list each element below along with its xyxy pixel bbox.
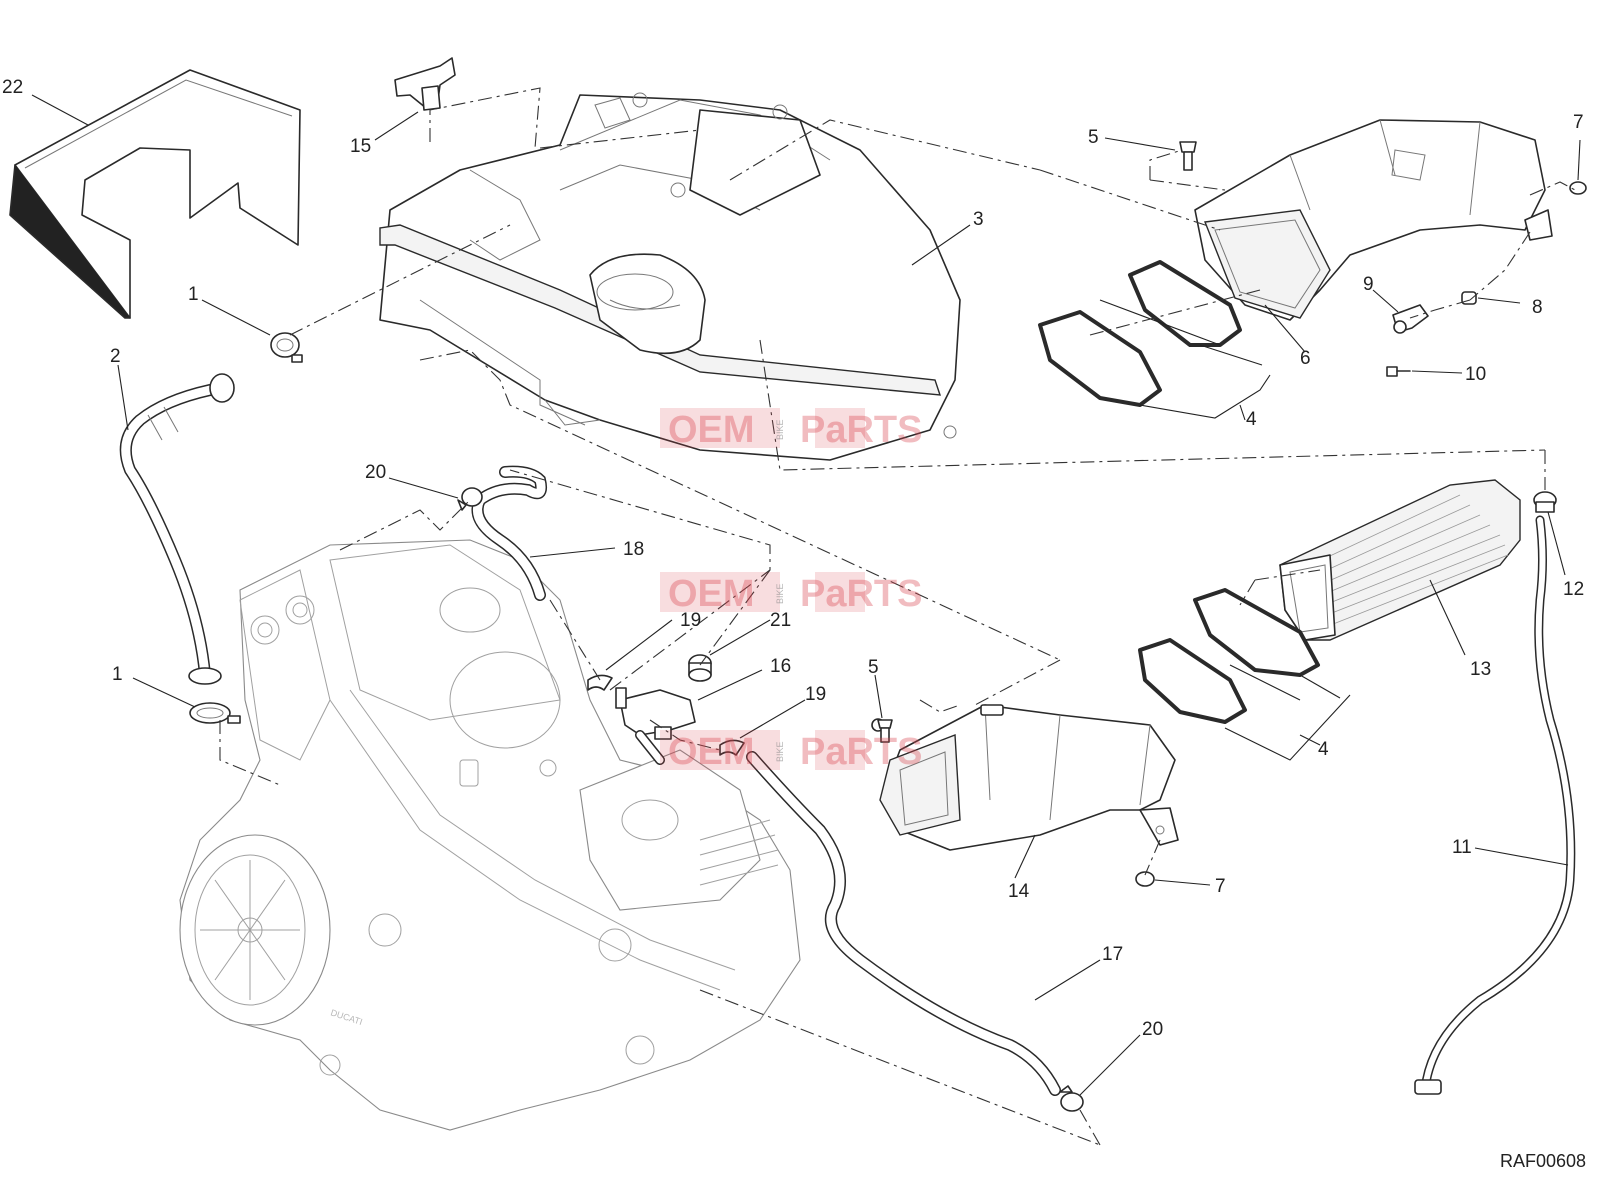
part-12-clamp — [1533, 491, 1557, 513]
leader-lines — [31, 94, 1581, 1096]
part-11-drain-hose — [1414, 515, 1576, 1095]
callout-16: 16 — [770, 656, 791, 677]
watermark-word2: PaRTS — [800, 409, 922, 451]
callout-6: 6 — [1300, 348, 1311, 369]
watermark-2: OEM PaRTS BIKE — [660, 572, 922, 615]
part-18-breather-hose — [471, 465, 548, 601]
part-20-clamp-upper — [457, 487, 483, 511]
callout-19: 19 — [680, 610, 701, 631]
part-16-valve — [615, 687, 696, 765]
callout-1: 1 — [112, 664, 123, 685]
assembly-lines — [219, 87, 1576, 1146]
callout-12: 12 — [1563, 579, 1584, 600]
part-21-cap — [688, 654, 712, 682]
part-5-screw-lower — [877, 719, 893, 743]
callout-9: 9 — [1363, 274, 1374, 295]
callout-19: 19 — [805, 684, 826, 705]
watermark-small: BIKE — [775, 583, 785, 604]
watermark-3: OEM PaRTS BIKE — [660, 730, 922, 773]
part-15-clip — [394, 57, 456, 111]
watermark-small: BIKE — [775, 419, 785, 440]
watermark-word1: OEM — [668, 731, 755, 773]
part-17-hose — [746, 751, 1061, 1096]
watermark-word1: OEM — [668, 409, 755, 451]
callout-13: 13 — [1470, 659, 1491, 680]
watermark-1: OEM PaRTS BIKE — [660, 408, 922, 451]
part-4-gasket-lower — [1138, 588, 1320, 724]
callout-21: 21 — [770, 610, 791, 631]
part-5-screw-upper — [1179, 141, 1197, 171]
callout-5: 5 — [1088, 127, 1099, 148]
part-1-clamp-upper — [270, 332, 303, 363]
callout-2: 2 — [110, 346, 121, 367]
callout-20: 20 — [1142, 1019, 1163, 1040]
engine-crankcase: DUCATI — [179, 539, 801, 1131]
callout-15: 15 — [350, 136, 371, 157]
callout-14: 14 — [1008, 881, 1030, 902]
callout-20: 20 — [365, 462, 386, 483]
callout-8: 8 — [1532, 297, 1543, 318]
callout-4: 4 — [1318, 739, 1329, 760]
callout-11: 11 — [1452, 837, 1472, 858]
watermark-word2: PaRTS — [800, 573, 922, 615]
watermark-word1: OEM — [668, 573, 755, 615]
callout-10: 10 — [1465, 364, 1486, 385]
part-20-clamp-lower — [1059, 1085, 1084, 1112]
callout-1: 1 — [188, 284, 199, 305]
callout-7: 7 — [1573, 112, 1584, 133]
callout-4: 4 — [1246, 409, 1257, 430]
part-6-intake-duct — [1194, 119, 1553, 321]
part-7-nut-lower — [1135, 871, 1155, 887]
watermark-small: BIKE — [775, 741, 785, 762]
callout-18: 18 — [623, 539, 644, 560]
callout-7: 7 — [1215, 876, 1226, 897]
part-13-air-filter — [1279, 479, 1521, 641]
part-3-airbox — [379, 92, 961, 461]
reference-code: RAF00608 — [1500, 1151, 1586, 1171]
part-22-heat-shield — [9, 69, 301, 319]
callout-3: 3 — [973, 209, 984, 230]
part-10-screw — [1386, 366, 1411, 377]
part-7-nut-upper — [1569, 181, 1587, 195]
part-14-lower-duct — [871, 704, 1179, 851]
callout-labels: 22 15 3 5 7 1 2 9 8 6 10 4 20 18 12 19 2… — [2, 77, 1584, 1040]
watermark-word2: PaRTS — [800, 731, 922, 773]
callout-22: 22 — [2, 77, 23, 98]
part-2-hose — [119, 373, 235, 685]
part-1-clamp-lower — [189, 702, 241, 724]
part-9-sensor — [1392, 304, 1429, 334]
part-19-clip-b — [719, 739, 745, 756]
callout-5: 5 — [868, 657, 879, 678]
callout-17: 17 — [1102, 944, 1123, 965]
part-4-gasket-upper — [1038, 260, 1242, 407]
part-19-clip-a — [587, 674, 613, 691]
